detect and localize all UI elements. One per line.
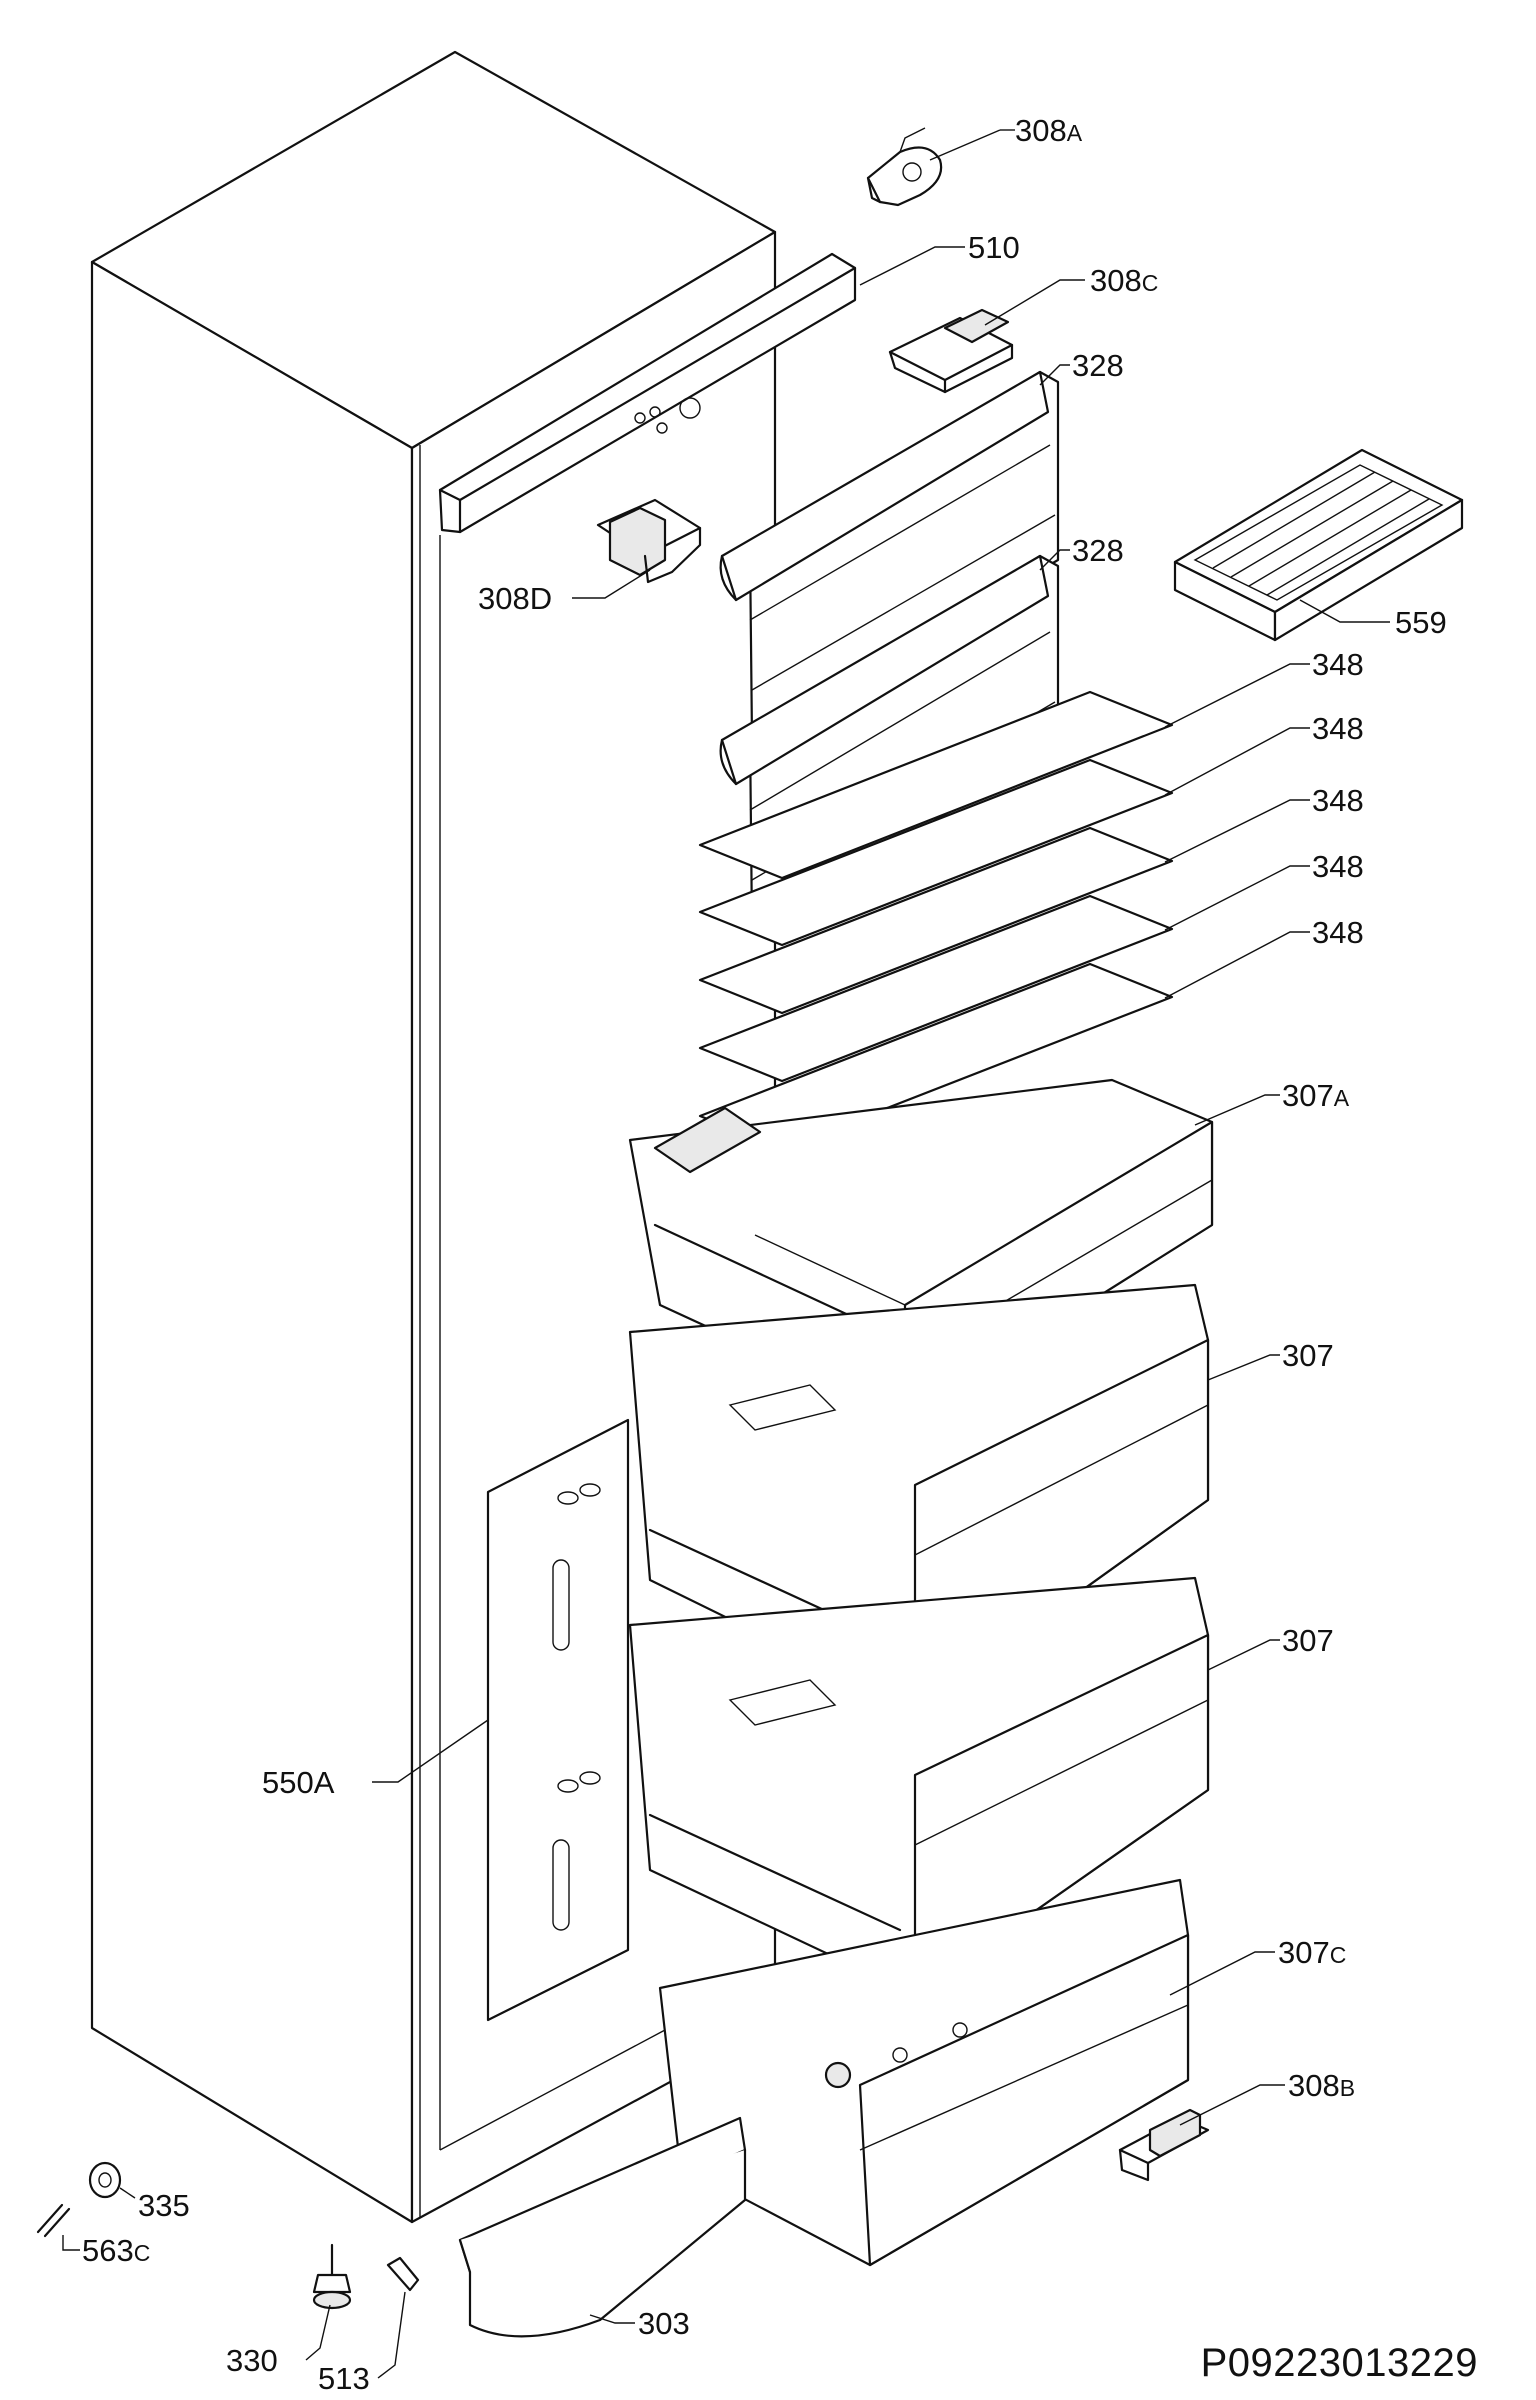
label-328-bottom: 328 xyxy=(1072,533,1124,568)
foot-330 xyxy=(312,2243,352,2310)
label-513: 513 xyxy=(318,2361,370,2396)
label-307c: 307C xyxy=(1278,1935,1346,1970)
label-348-1: 348 xyxy=(1312,647,1364,682)
label-308d: 308D xyxy=(478,581,552,616)
label-559: 559 xyxy=(1395,605,1447,640)
pin-563c xyxy=(36,2203,71,2238)
drawer-307c xyxy=(658,1878,1190,2267)
hinge-308c xyxy=(888,308,1014,394)
label-307-2: 307 xyxy=(1282,1623,1334,1658)
door-balcony-328-top xyxy=(719,370,1060,740)
document-id: P09223013229 xyxy=(1201,2341,1478,2385)
kick-plate-303 xyxy=(458,2116,747,2338)
drawer-307-2 xyxy=(628,1576,1210,1997)
leader-lines xyxy=(62,129,1390,2379)
label-307a: 307A xyxy=(1282,1078,1350,1113)
ice-tray-559 xyxy=(1173,448,1464,642)
label-308b: 308B xyxy=(1288,2068,1355,2103)
hinge-308d xyxy=(596,498,702,584)
label-308a: 308A xyxy=(1015,113,1083,148)
label-550a: 550A xyxy=(262,1765,335,1800)
door-panel-550a xyxy=(486,1418,630,2022)
label-510: 510 xyxy=(968,230,1020,265)
hinge-308b xyxy=(1118,2108,1210,2182)
glass-shelves-348 xyxy=(698,690,1174,1151)
label-335: 335 xyxy=(138,2188,190,2223)
label-348-3: 348 xyxy=(1312,783,1364,818)
small-parts xyxy=(36,2161,420,2310)
label-348-5: 348 xyxy=(1312,915,1364,950)
hinge-308a xyxy=(866,127,943,207)
label-307-1: 307 xyxy=(1282,1338,1334,1373)
part-labels: 308A 510 308C 328 308D 328 559 348 348 3… xyxy=(82,113,1447,2396)
label-348-2: 348 xyxy=(1312,711,1364,746)
clip-513 xyxy=(386,2256,420,2292)
control-panel-510 xyxy=(438,252,857,534)
label-308c: 308C xyxy=(1090,263,1158,298)
label-328-top: 328 xyxy=(1072,348,1124,383)
label-330: 330 xyxy=(226,2343,278,2378)
label-303: 303 xyxy=(638,2306,690,2341)
roller-335 xyxy=(88,2161,122,2199)
label-563c: 563C xyxy=(82,2233,150,2268)
label-348-4: 348 xyxy=(1312,849,1364,884)
